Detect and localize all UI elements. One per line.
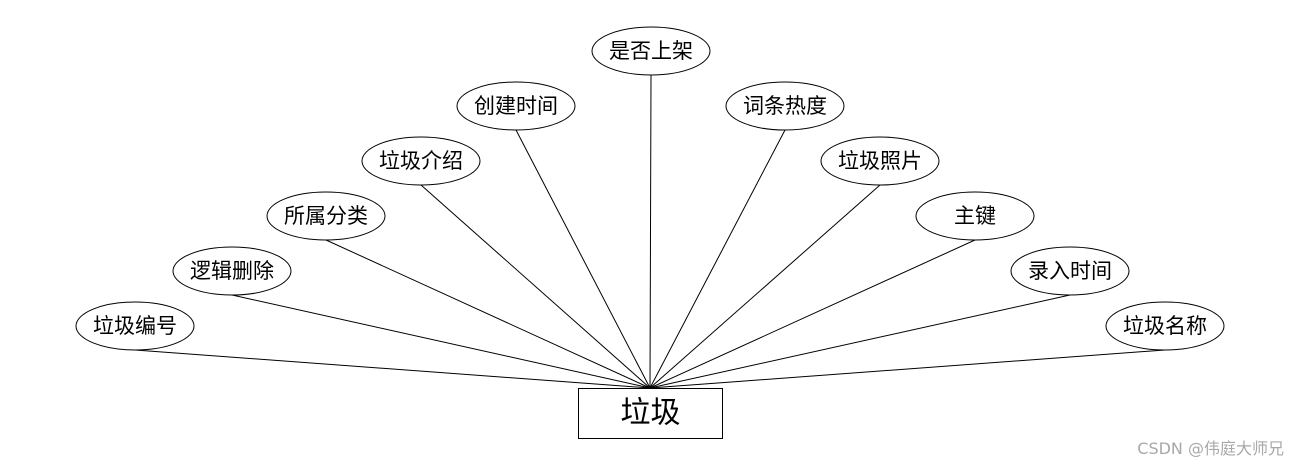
attribute-label: 是否上架 bbox=[609, 39, 693, 63]
attribute-ellipse bbox=[361, 136, 481, 186]
attribute-ellipse bbox=[75, 301, 195, 351]
attribute-label: 创建时间 bbox=[474, 94, 558, 118]
attribute-node: 垃圾介绍 bbox=[361, 136, 481, 186]
attribute-node: 录入时间 bbox=[1010, 246, 1130, 296]
attribute-label: 垃圾名称 bbox=[1123, 314, 1207, 338]
connector-line bbox=[649, 349, 1166, 389]
attribute-label: 逻辑删除 bbox=[190, 259, 274, 283]
attribute-ellipse bbox=[820, 136, 940, 186]
attribute-label: 垃圾介绍 bbox=[379, 149, 463, 173]
connector-line bbox=[649, 184, 881, 389]
attribute-ellipse bbox=[456, 81, 576, 131]
connector-line bbox=[134, 349, 651, 389]
connector-line bbox=[649, 74, 652, 389]
connector-line bbox=[649, 239, 976, 389]
attribute-ellipse bbox=[591, 26, 711, 76]
attribute-ellipse bbox=[915, 191, 1035, 241]
connector-lines bbox=[134, 74, 1166, 389]
attribute-label: 垃圾照片 bbox=[838, 149, 922, 173]
attribute-ellipse bbox=[266, 191, 386, 241]
attribute-label: 主键 bbox=[954, 204, 996, 228]
attribute-label: 词条热度 bbox=[743, 94, 827, 118]
entity-node: 垃圾 bbox=[578, 388, 723, 439]
attribute-node: 逻辑删除 bbox=[172, 246, 292, 296]
attribute-node: 主键 bbox=[915, 191, 1035, 241]
attribute-label: 垃圾编号 bbox=[93, 314, 177, 338]
attribute-node: 创建时间 bbox=[456, 81, 576, 131]
attribute-node: 垃圾编号 bbox=[75, 301, 195, 351]
attribute-node: 所属分类 bbox=[266, 191, 386, 241]
attribute-nodes: 垃圾编号 逻辑删除 所属分类 垃圾介绍 创建时间 是否上架词条热度垃圾照片主键录入时间垃圾… bbox=[75, 26, 1225, 351]
connector-line bbox=[231, 294, 651, 389]
connector-line bbox=[515, 129, 651, 389]
connector-line bbox=[649, 129, 786, 389]
attribute-ellipse bbox=[1010, 246, 1130, 296]
attribute-ellipse bbox=[725, 81, 845, 131]
entity-box bbox=[578, 388, 723, 439]
attribute-ellipse bbox=[172, 246, 292, 296]
attribute-node: 垃圾名称 bbox=[1105, 301, 1225, 351]
connector-line bbox=[420, 184, 651, 389]
attribute-ellipse bbox=[1105, 301, 1225, 351]
attribute-node: 是否上架 bbox=[591, 26, 711, 76]
attribute-label: 所属分类 bbox=[284, 204, 368, 228]
connector-line bbox=[649, 294, 1071, 389]
attribute-label: 录入时间 bbox=[1028, 259, 1112, 283]
attribute-node: 垃圾照片 bbox=[820, 136, 940, 186]
entity-label: 垃圾 bbox=[621, 396, 681, 431]
connector-line bbox=[325, 239, 651, 389]
attribute-node: 词条热度 bbox=[725, 81, 845, 131]
watermark: CSDN @伟庭大师兄 bbox=[1137, 439, 1284, 458]
